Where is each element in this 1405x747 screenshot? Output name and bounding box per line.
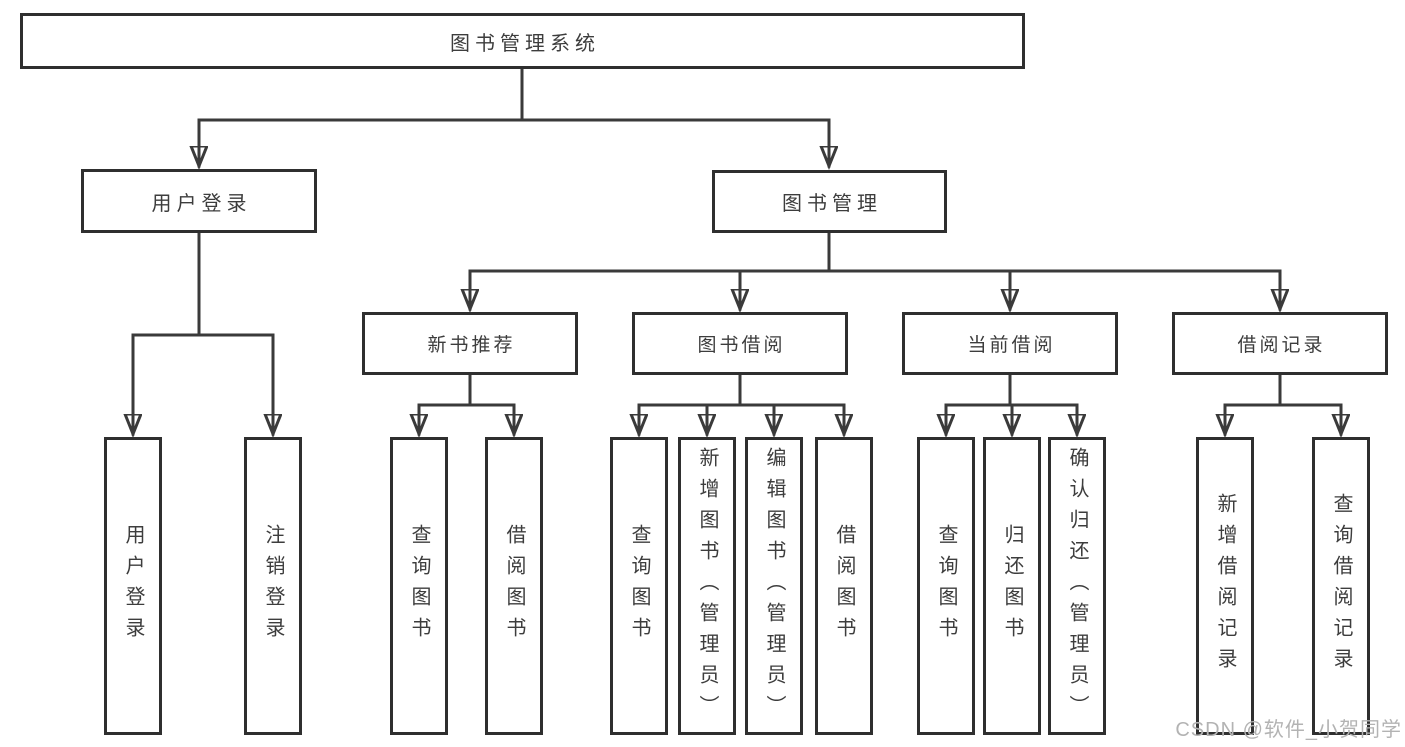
leaf-add-book-admin: 新增图书（管理员） [678, 437, 736, 735]
leaf-borrow-books: 借阅图书 [815, 437, 873, 735]
leaf-user-login-label: 用户登录 [122, 524, 144, 648]
root-node-label: 图书管理系统 [450, 32, 600, 55]
connector-current-borrow-split [944, 373, 1079, 407]
book-borrow-label: 图书借阅 [697, 335, 786, 356]
leaf-confirm-return-admin: 确认归还（管理员） [1048, 437, 1106, 735]
leaf-return-book-label: 归还图书 [1001, 524, 1023, 648]
leaf-query-books-borrow-label: 查询图书 [628, 524, 650, 648]
leaf-edit-book-admin-label: 编辑图书（管理员） [763, 446, 785, 726]
book-management-branch-node: 图书管理 [712, 170, 947, 233]
leaf-add-borrow-record-label: 新增借阅记录 [1214, 493, 1236, 679]
leaf-query-books-current-label: 查询图书 [935, 524, 957, 648]
leaf-query-borrow-record: 查询借阅记录 [1312, 437, 1370, 735]
leaf-query-books-recommend: 查询图书 [390, 437, 448, 735]
connector-borrow-record-split [1223, 373, 1343, 407]
connector-book-mgmt-split [468, 231, 1282, 273]
leaf-query-borrow-record-label: 查询借阅记录 [1330, 493, 1352, 679]
connector-root-split [197, 66, 831, 122]
leaf-confirm-return-admin-label: 确认归还（管理员） [1066, 446, 1088, 726]
watermark: CSDN @软件_小贺同学 [1175, 719, 1402, 741]
leaf-borrow-books-recommend-label: 借阅图书 [503, 524, 525, 648]
leaf-add-book-admin-label: 新增图书（管理员） [696, 446, 718, 726]
current-borrow-label: 当前借阅 [967, 335, 1056, 356]
leaf-query-books-recommend-label: 查询图书 [408, 524, 430, 648]
borrow-record-node: 借阅记录 [1172, 312, 1388, 375]
book-borrow-node: 图书借阅 [632, 312, 848, 375]
connector-book-borrow-split [637, 373, 846, 407]
leaf-borrow-books-recommend: 借阅图书 [485, 437, 543, 735]
leaf-logout-label: 注销登录 [262, 524, 284, 648]
leaf-logout: 注销登录 [244, 437, 302, 735]
leaf-return-book: 归还图书 [983, 437, 1041, 735]
connector-user-login-split [131, 231, 275, 337]
book-management-branch-label: 图书管理 [782, 193, 882, 215]
root-node: 图书管理系统 [20, 13, 1025, 69]
leaf-user-login: 用户登录 [104, 437, 162, 735]
leaf-query-books-current: 查询图书 [917, 437, 975, 735]
leaf-edit-book-admin: 编辑图书（管理员） [745, 437, 803, 735]
user-login-branch-label: 用户登录 [151, 192, 252, 215]
current-borrow-node: 当前借阅 [902, 312, 1118, 375]
user-login-branch-node: 用户登录 [81, 169, 317, 233]
leaf-query-books-borrow: 查询图书 [610, 437, 668, 735]
new-book-recommend-label: 新书推荐 [427, 335, 516, 356]
connector-new-book-split [417, 373, 516, 407]
leaf-add-borrow-record: 新增借阅记录 [1196, 437, 1254, 735]
borrow-record-label: 借阅记录 [1237, 335, 1326, 356]
new-book-recommend-node: 新书推荐 [362, 312, 578, 375]
leaf-borrow-books-label: 借阅图书 [833, 524, 855, 648]
